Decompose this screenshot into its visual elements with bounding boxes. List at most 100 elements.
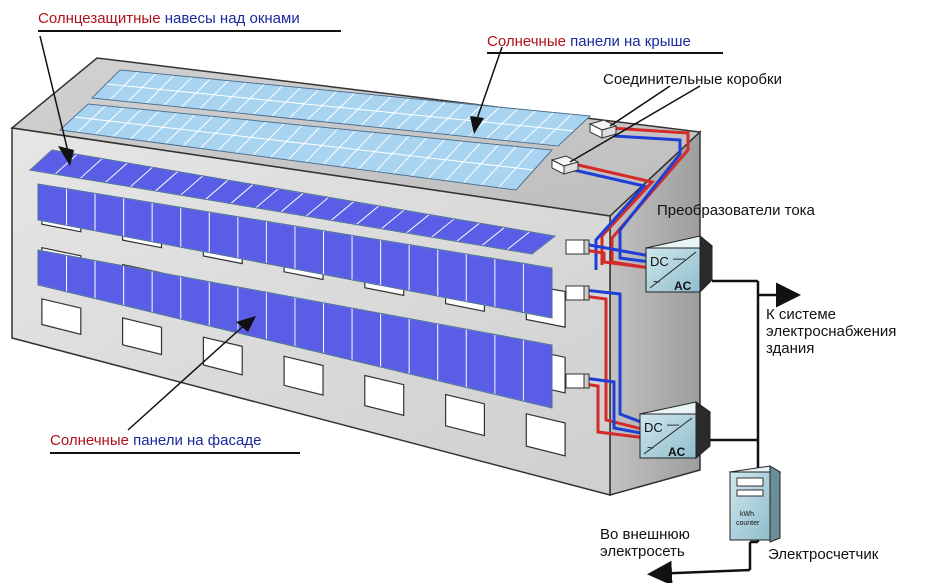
facade-solar-panel [265, 291, 296, 348]
facade-solar-panel [294, 296, 325, 354]
facade-solar-panel [151, 270, 182, 320]
facade-upper-wire-positive [583, 294, 647, 432]
junction-boxes [550, 119, 618, 389]
facade-solar-panel [408, 318, 439, 382]
facade-solar-panel [351, 234, 382, 286]
facade-solar-panel [522, 339, 553, 409]
inverter-line-icon: — [673, 251, 685, 265]
wiring [573, 126, 690, 440]
facade-solar-panel [465, 328, 496, 395]
window [445, 393, 485, 437]
facade-solar-panel-frame [37, 249, 553, 409]
facade-solar-panel [437, 248, 467, 303]
inverter-tilde-icon: ~ [647, 441, 654, 455]
facade-label-red: Солнечные [50, 432, 129, 449]
window [202, 336, 243, 376]
awnings-label: Солнцезащитные навесы над окнами [38, 10, 300, 27]
facade-solar-panel [494, 258, 524, 314]
facade-solar-panel [465, 253, 496, 308]
facade-solar-panel [94, 192, 125, 237]
roof-junction-box-1 [588, 119, 618, 139]
awning-junction-box [565, 239, 590, 255]
roof-solar-array [58, 69, 592, 191]
external-grid-line1: Во внешнюю [600, 526, 690, 543]
inverter-tilde-icon: ~ [653, 275, 660, 289]
roof-underline [487, 52, 723, 54]
facade-solar-panel [265, 220, 296, 270]
roof-panels-label: Солнечные панели на крыше [487, 33, 691, 50]
facade-solar-panel [380, 239, 410, 292]
facade-solar-panel [123, 265, 153, 313]
roof-junction-box-2 [550, 155, 580, 175]
window [41, 298, 82, 336]
meter-kwh-label: kWh [740, 511, 754, 518]
facade-solar-panel [123, 197, 153, 243]
roof-label-blue: панели на крыше [570, 33, 691, 50]
facade-solar-panel [323, 302, 353, 361]
roof-wire2-positive [573, 162, 655, 265]
facade-lower-wire-positive [583, 382, 647, 440]
facade-solar-panel [180, 275, 210, 327]
facade-solar-panel [66, 188, 96, 232]
facade-solar-panel [151, 202, 182, 248]
roof-label-red: Солнечные [487, 33, 566, 50]
facade-solar-panel [437, 323, 467, 389]
facade-solar-panel [66, 254, 96, 300]
facade-solar-panel [351, 307, 382, 368]
roof-wire2-negative [573, 168, 647, 270]
facade-solar-panel [380, 312, 410, 375]
facade-label-blue: панели на фасаде [133, 432, 262, 449]
facade-solar-panel [237, 216, 267, 265]
building-grid-line3: здания [766, 340, 815, 357]
inverters-label: Преобразователи тока [657, 202, 815, 219]
facade-solar-array [37, 183, 553, 409]
awnings-label-blue: навесы над окнами [164, 10, 300, 27]
facade-panels-label: Солнечные панели на фасаде [50, 432, 261, 449]
meter-label: Электросчетчик [768, 546, 879, 563]
facade-lower-junction-box [565, 373, 590, 389]
facade-solar-panel [180, 206, 210, 254]
facade-solar-panel [37, 183, 68, 226]
facade-solar-panel [522, 262, 553, 319]
inverter-dc-label: DC [650, 254, 669, 269]
external-grid-line2: электросеть [600, 543, 685, 560]
facade-arrow-icon [236, 316, 256, 332]
facade-upper-wire-negative [583, 288, 647, 426]
window [121, 317, 163, 356]
building-grid-line2: электроснабжения [766, 323, 897, 340]
facade-solar-panel [323, 230, 353, 281]
window [525, 413, 566, 457]
roof-wire-negative [613, 134, 682, 264]
roof-arrow-icon [470, 116, 484, 134]
inverter-ac-label: AC [668, 445, 686, 459]
awning-solar-panel-frame [28, 149, 557, 255]
leader-lines [39, 35, 701, 431]
building-grid-line1: К системе [766, 306, 836, 323]
electricity-meter: kWh counter [728, 465, 782, 543]
junction-boxes-label: Соединительные коробки [603, 71, 782, 88]
inverter-dc-label: DC [644, 420, 663, 435]
facade-solar-panel [294, 225, 325, 275]
external-grid-label: Во внешнюю электросеть [600, 526, 720, 560]
building-grid-label: К системе электроснабжения здания [766, 306, 916, 357]
window [283, 355, 324, 396]
facade-solar-panel-frame [37, 183, 553, 319]
awnings-underline [38, 30, 341, 32]
facade-solar-panel [494, 333, 524, 402]
roof-solar-panel-frame [58, 103, 554, 191]
inverter-upper: DC — ~ AC [644, 234, 714, 294]
facade-lower-wire-negative [583, 376, 647, 436]
meter-counter-label: counter [736, 520, 760, 527]
awnings-label-red: Солнцезащитные [38, 10, 161, 27]
inverter-ac-label: AC [674, 279, 692, 293]
facade-solar-panel [408, 244, 439, 297]
window [364, 374, 405, 417]
facade-solar-panel [208, 211, 239, 259]
inverter-lower: DC — ~ AC [638, 401, 712, 460]
facade-solar-panel [94, 260, 125, 307]
awning-wire-negative [583, 242, 651, 258]
facade-solar-panel [237, 286, 267, 341]
facade-solar-panel [208, 281, 239, 334]
awning-arrow-icon [58, 146, 74, 166]
